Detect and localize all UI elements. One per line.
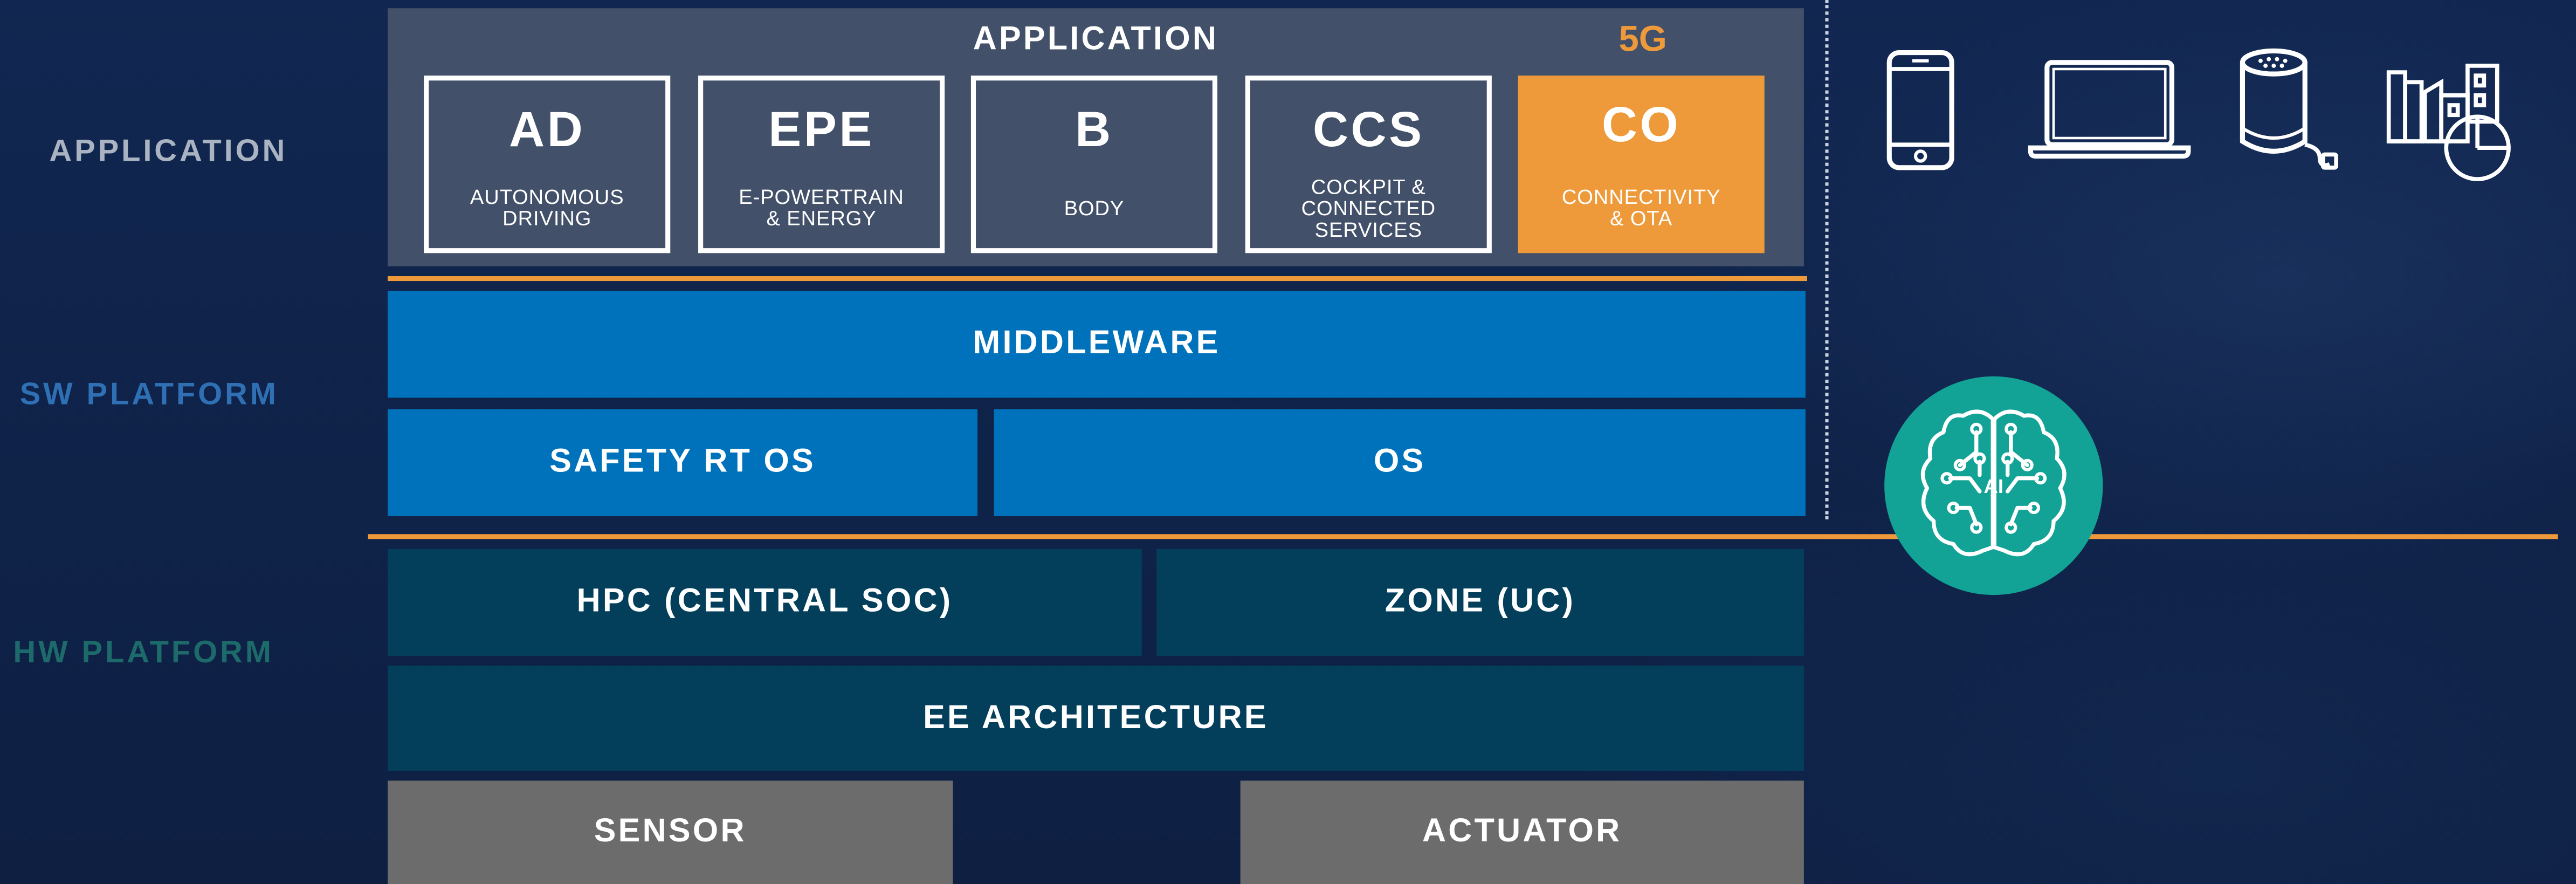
ee-architecture-block: EE ARCHITECTURE [388,666,1804,771]
fiveg-label: 5G [1618,18,1667,59]
domain-code: AD [509,103,586,158]
label-application-layer: APPLICATION [49,134,288,169]
domain-description: COCKPIT & CONNECTED SERVICES [1301,175,1436,241]
actuator-block: ACTUATOR [1240,780,1804,884]
smart-city-icon [2386,64,2511,181]
dotted-divider [1825,0,1829,519]
application-title: APPLICATION [973,20,1219,57]
domain-box-b: B BODY [970,76,1217,253]
middleware-block: MIDDLEWARE [388,291,1806,398]
domain-code: CCS [1312,103,1424,158]
domain-box-ad: AD AUTONOMOUS DRIVING [424,76,671,253]
domain-box-ccs: CCS COCKPIT & CONNECTED SERVICES [1245,76,1492,253]
label-hw-platform-layer: HW PLATFORM [13,636,274,671]
application-separator-line [388,276,1807,282]
sensor-block: SENSOR [388,780,953,884]
laptop-icon [2028,60,2191,159]
smart-speaker-icon [2240,48,2338,170]
ai-brain-badge: AI [1884,376,2103,595]
domain-code: EPE [768,103,874,158]
domain-description: E-POWERTRAIN & ENERGY [739,186,904,230]
sw-hw-separator-line [368,534,2558,539]
zone-uc-block: ZONE (UC) [1156,549,1804,656]
os-block: OS [994,409,1806,516]
domain-description: AUTONOMOUS DRIVING [470,186,624,230]
hpc-central-soc-block: HPC (CENTRAL SOC) [388,549,1142,656]
domain-code: CO [1602,98,1681,153]
domain-box-epe: EPE E-POWERTRAIN & ENERGY [698,76,945,253]
safety-rt-os-block: SAFETY RT OS [388,409,978,516]
domain-description: BODY [1064,196,1125,220]
smartphone-icon [1886,50,1954,170]
label-sw-platform-layer: SW PLATFORM [19,378,279,413]
ai-brain-icon: AI [1920,409,2067,557]
domain-box-co: CO CONNECTIVITY & OTA [1518,76,1765,253]
ai-label: AI [1983,475,2003,497]
domain-code: B [1075,103,1113,158]
domain-description: CONNECTIVITY & OTA [1561,186,1721,230]
